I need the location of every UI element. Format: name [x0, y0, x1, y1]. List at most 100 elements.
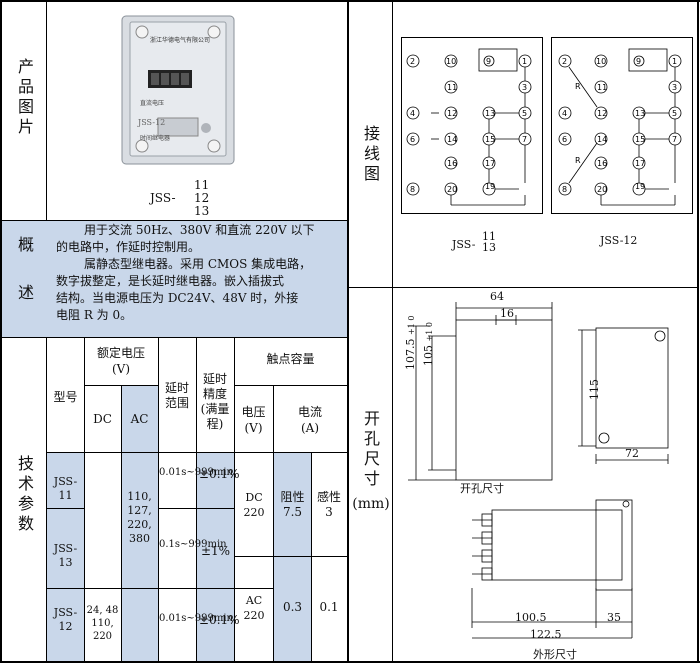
header-ac: AC: [130, 412, 149, 426]
row-overview-bottom: [0, 337, 348, 338]
header-current-text: 电流: [297, 405, 322, 419]
dim-height-105: 105 +1 0: [422, 322, 435, 366]
divider-main: [347, 0, 349, 663]
header-model: 型号: [53, 390, 78, 404]
header-delay-range: 延时范围: [164, 381, 189, 410]
row-wiring-bottom: [348, 287, 698, 288]
table-vline-4: [196, 338, 197, 661]
table-hline-7: [234, 556, 347, 557]
ac-value-3: 220,: [127, 518, 152, 531]
section-label-tech-params: 技术参数: [15, 455, 34, 535]
cutout-drawing: [400, 288, 696, 660]
header-current: 电流 (A): [273, 404, 347, 436]
inductive-label: 感性 3: [311, 490, 347, 520]
wiring-svg-left: 2 10 9 1 11 3 4 12 13 5 6 14 15 7 16 17 …: [401, 37, 543, 214]
frame-bottom: [0, 661, 700, 663]
wiring-caption-left-prefix: JSS-: [452, 238, 476, 251]
dim-height-105-value: 105: [422, 345, 435, 366]
svg-text:19: 19: [635, 182, 645, 191]
wiring-svg-right: 2 10 9 1 11 3 4 12 13 5 6 14 15 7 16 17 …: [551, 37, 693, 214]
header-rated-voltage: 额定电压 (V): [84, 345, 158, 377]
product-photo: [108, 10, 248, 170]
range-12: 0.01s~999min: [159, 613, 233, 624]
table-hline-3: [47, 452, 347, 453]
section-label-cutout: 开孔尺寸: [361, 410, 380, 490]
photo-model-prefix: JSS-: [150, 191, 176, 205]
svg-text:14: 14: [447, 135, 457, 144]
section-label-overview: 概述: [15, 236, 34, 332]
header-rated-voltage-text: 额定电压: [96, 346, 145, 360]
svg-text:19: 19: [485, 182, 495, 191]
svg-text:11: 11: [597, 83, 607, 92]
dc-value-12-3: 220: [92, 631, 113, 642]
table-vline-7: [311, 453, 312, 661]
dim-height-115: 115: [588, 379, 601, 400]
wiring-caption-right: JSS-12: [600, 234, 638, 247]
range-11: 0.01s~999min: [159, 467, 233, 478]
dim-height-107-tol: +1 0: [407, 315, 416, 335]
svg-text:R: R: [575, 82, 581, 91]
dc-values-12: 24, 48 110, 220: [84, 604, 121, 643]
svg-text:15: 15: [635, 135, 645, 144]
table-hline-5: [158, 508, 234, 509]
header-dc: DC: [93, 412, 112, 426]
photo-model-label: JSS-12: [138, 118, 166, 127]
model-13-bg: [47, 509, 84, 588]
svg-text:13: 13: [485, 109, 495, 118]
dim-width-16: 16: [500, 307, 514, 320]
model-11-bg: [47, 453, 84, 508]
ac-header-bg: [121, 385, 158, 452]
frame-left: [0, 0, 2, 663]
svg-text:20: 20: [597, 185, 607, 194]
photo-sub-label: 时间继电器: [140, 135, 171, 142]
row-photo-bottom: [0, 220, 348, 221]
dc-value-12-2: 110,: [91, 618, 114, 629]
photo-range-label: 直流电压: [140, 100, 165, 107]
dim-width-100: 100.5: [515, 611, 547, 624]
dc-value-12-1: 24, 48: [86, 605, 119, 616]
table-vline-2: [121, 385, 122, 661]
svg-text:9: 9: [636, 57, 641, 66]
svg-text:1: 1: [672, 57, 677, 66]
overview-bg: [2, 221, 347, 337]
row-model-11: JSS-11: [53, 475, 78, 502]
photo-maker-label: 浙江华德电气有限公司: [150, 37, 211, 44]
frame-top: [0, 0, 700, 2]
resistive-bg: [274, 453, 311, 556]
inductive-text: 感性: [316, 490, 341, 504]
svg-text:2: 2: [562, 57, 567, 66]
overview-line-2: 的电路中，作延时控制用。: [56, 240, 201, 254]
table-hline-2: [234, 385, 347, 386]
header-voltage-unit: (V): [244, 421, 263, 435]
ac-value-4: 380: [129, 532, 150, 545]
header-delay-accuracy: 延时精度(满量程): [200, 372, 230, 431]
resistive-value: 7.5: [282, 505, 303, 519]
table-vline-1: [84, 338, 85, 661]
row-model-13: JSS-13: [53, 542, 78, 569]
svg-text:4: 4: [562, 109, 567, 118]
ac-inductive-value: 0.1: [319, 600, 339, 614]
svg-text:17: 17: [635, 159, 645, 168]
svg-text:R: R: [575, 156, 581, 165]
svg-text:16: 16: [597, 159, 607, 168]
svg-text:10: 10: [596, 57, 606, 66]
wiring-diagram-right: 2 10 9 1 11 3 4 12 13 5 6 14 15 7 16 17 …: [551, 37, 693, 214]
svg-text:12: 12: [597, 109, 607, 118]
overview-line-3: 属静态型继电器。采用 CMOS 集成电路，: [84, 257, 312, 271]
ac-12-bg: [121, 589, 158, 661]
dim-height-107-value: 107.5: [404, 338, 417, 371]
table-vline-5: [234, 338, 235, 661]
svg-text:1: 1: [522, 57, 527, 66]
svg-text:17: 17: [485, 159, 495, 168]
resistive-label: 阻性 7.5: [274, 490, 311, 520]
svg-text:15: 15: [485, 135, 495, 144]
range-13: 0.1s~999min: [159, 539, 227, 550]
dim-width-122: 122.5: [530, 628, 562, 641]
svg-text:10: 10: [446, 57, 456, 66]
overview-paragraph: 用于交流 50Hz、380V 和直流 220V 以下 的电路中，作延时控制用。 …: [56, 222, 346, 324]
divider-right-label: [392, 0, 393, 663]
svg-text:8: 8: [562, 185, 567, 194]
header-rated-voltage-unit: (V): [111, 362, 131, 376]
dim-height-107: 107.5 +1 0: [404, 316, 417, 370]
svg-text:5: 5: [672, 109, 677, 118]
